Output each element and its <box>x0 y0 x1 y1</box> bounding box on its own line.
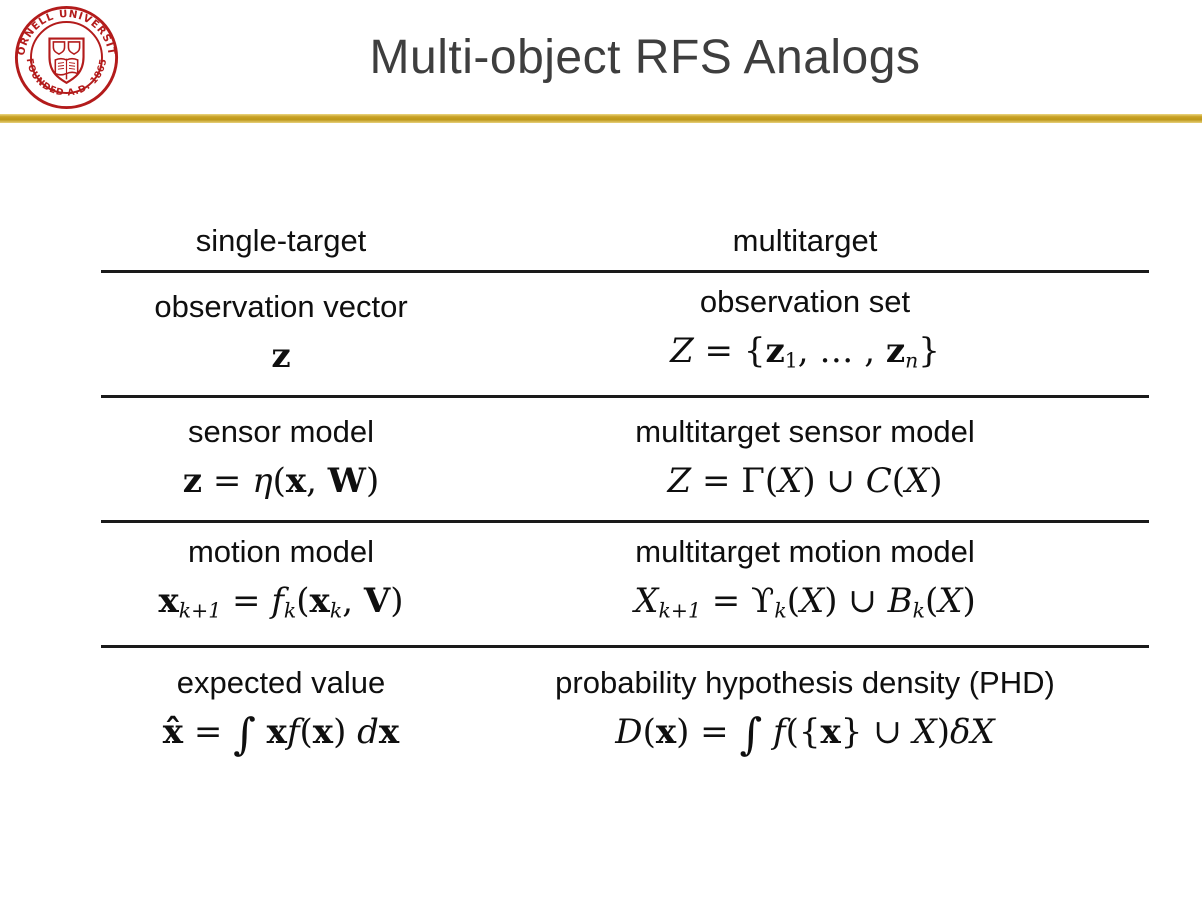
slide-content: single-target multitarget observation ve… <box>0 123 1202 774</box>
label-observation-set: observation set <box>699 284 911 320</box>
formula-expected-value: x̂ = ∫ xf(x) dx <box>162 710 400 761</box>
formula-multitarget-motion-model: Xk+1 = ϒk(X) ∪ Bk(X) <box>634 581 976 623</box>
cell-multitarget-sensor-model: multitarget sensor model Z = Γ(X) ∪ C(X) <box>461 398 1149 520</box>
slide-header: CORNELL UNIVERSITY FOUNDED A.D. 1865 Mu <box>0 0 1202 114</box>
cell-expected-value: expected value x̂ = ∫ xf(x) dx <box>101 648 461 774</box>
table-row-expected-value: expected value x̂ = ∫ xf(x) dx probabili… <box>101 648 1149 774</box>
column-header-single-target: single-target <box>195 222 367 258</box>
table-header-row: single-target multitarget <box>101 211 1149 273</box>
label-motion-model: motion model <box>187 534 375 570</box>
label-multitarget-sensor-model: multitarget sensor model <box>635 414 975 449</box>
table-row-sensor-model: sensor model z = η(x, W) multitarget sen… <box>101 398 1149 523</box>
label-sensor-model: sensor model <box>187 414 375 449</box>
formula-observation-vector: z <box>271 336 291 376</box>
label-phd: probability hypothesis density (PHD) <box>555 665 1055 701</box>
cell-observation-set: observation set Z = {z1, … , zn} <box>461 273 1149 395</box>
table-row-observation: observation vector z observation set Z =… <box>101 273 1149 398</box>
seal-inner-ring <box>30 21 103 94</box>
formula-observation-set: Z = {z1, … , zn} <box>670 331 940 373</box>
formula-motion-model: xk+1 = fk(xk, V) <box>158 581 404 623</box>
formula-sensor-model: z = η(x, W) <box>182 461 380 501</box>
cell-observation-vector: observation vector z <box>101 273 461 395</box>
gold-divider <box>0 114 1202 123</box>
cell-multitarget-motion-model: multitarget motion model Xk+1 = ϒk(X) ∪ … <box>461 523 1149 645</box>
label-expected-value: expected value <box>176 665 386 701</box>
table-row-motion-model: motion model xk+1 = fk(xk, V) multitarge… <box>101 523 1149 648</box>
cell-sensor-model: sensor model z = η(x, W) <box>101 398 461 520</box>
cell-motion-model: motion model xk+1 = fk(xk, V) <box>101 523 461 645</box>
formula-multitarget-sensor-model: Z = Γ(X) ∪ C(X) <box>667 461 943 501</box>
cell-phd: probability hypothesis density (PHD) D(x… <box>461 648 1149 774</box>
formula-phd: D(x) = ∫ f({x} ∪ X)δX <box>615 710 995 761</box>
label-multitarget-motion-model: multitarget motion model <box>635 534 975 570</box>
slide-title: Multi-object RFS Analogs <box>369 31 921 84</box>
cornell-university-logo: CORNELL UNIVERSITY FOUNDED A.D. 1865 <box>13 4 119 110</box>
column-header-multitarget: multitarget <box>732 222 878 258</box>
label-observation-vector: observation vector <box>154 289 408 324</box>
analogs-table: single-target multitarget observation ve… <box>101 211 1149 774</box>
seal-shield-icon <box>48 37 85 85</box>
